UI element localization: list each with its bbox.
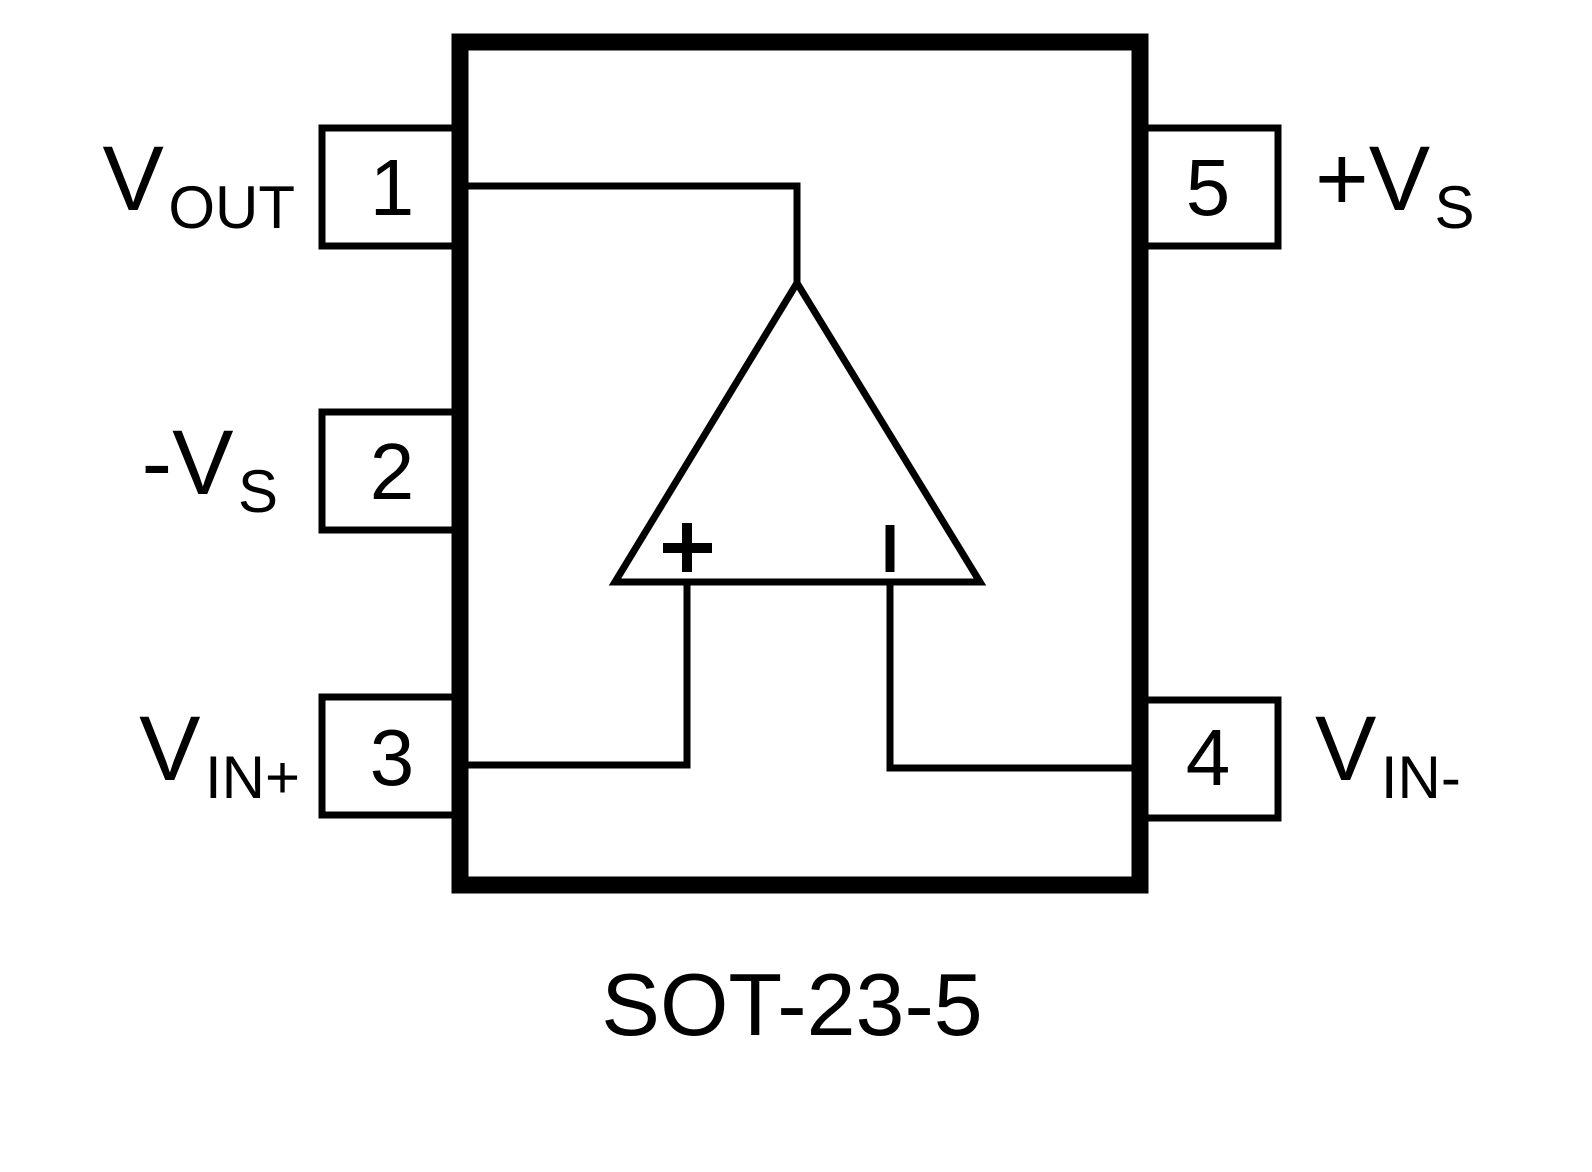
pin-5-number: 5 bbox=[1186, 143, 1231, 232]
pin-2-label: -V S bbox=[142, 412, 278, 525]
pin-1-box bbox=[318, 124, 466, 250]
pin-1-label: V OUT bbox=[103, 128, 295, 241]
pin-4-number: 4 bbox=[1186, 713, 1231, 802]
pin-5-box bbox=[1134, 124, 1282, 250]
wire-inverting-input bbox=[886, 578, 1140, 772]
pin-2-box bbox=[318, 408, 466, 534]
pin-2-number: 2 bbox=[370, 427, 415, 516]
wire-noninverting-input bbox=[460, 578, 691, 769]
wire-output bbox=[460, 182, 801, 290]
pin-4-label: V IN- bbox=[1315, 698, 1461, 811]
plus-icon bbox=[663, 523, 712, 572]
pin-5-label: +V S bbox=[1315, 128, 1475, 241]
pin-3-box bbox=[318, 693, 466, 819]
pin-4-box bbox=[1134, 696, 1282, 822]
package-title: SOT-23-5 bbox=[601, 955, 982, 1054]
pin-1-number: 1 bbox=[370, 143, 415, 232]
pin-3-number: 3 bbox=[370, 713, 415, 802]
opamp-triangle bbox=[608, 276, 987, 586]
pin-3-label: V IN+ bbox=[139, 698, 300, 811]
